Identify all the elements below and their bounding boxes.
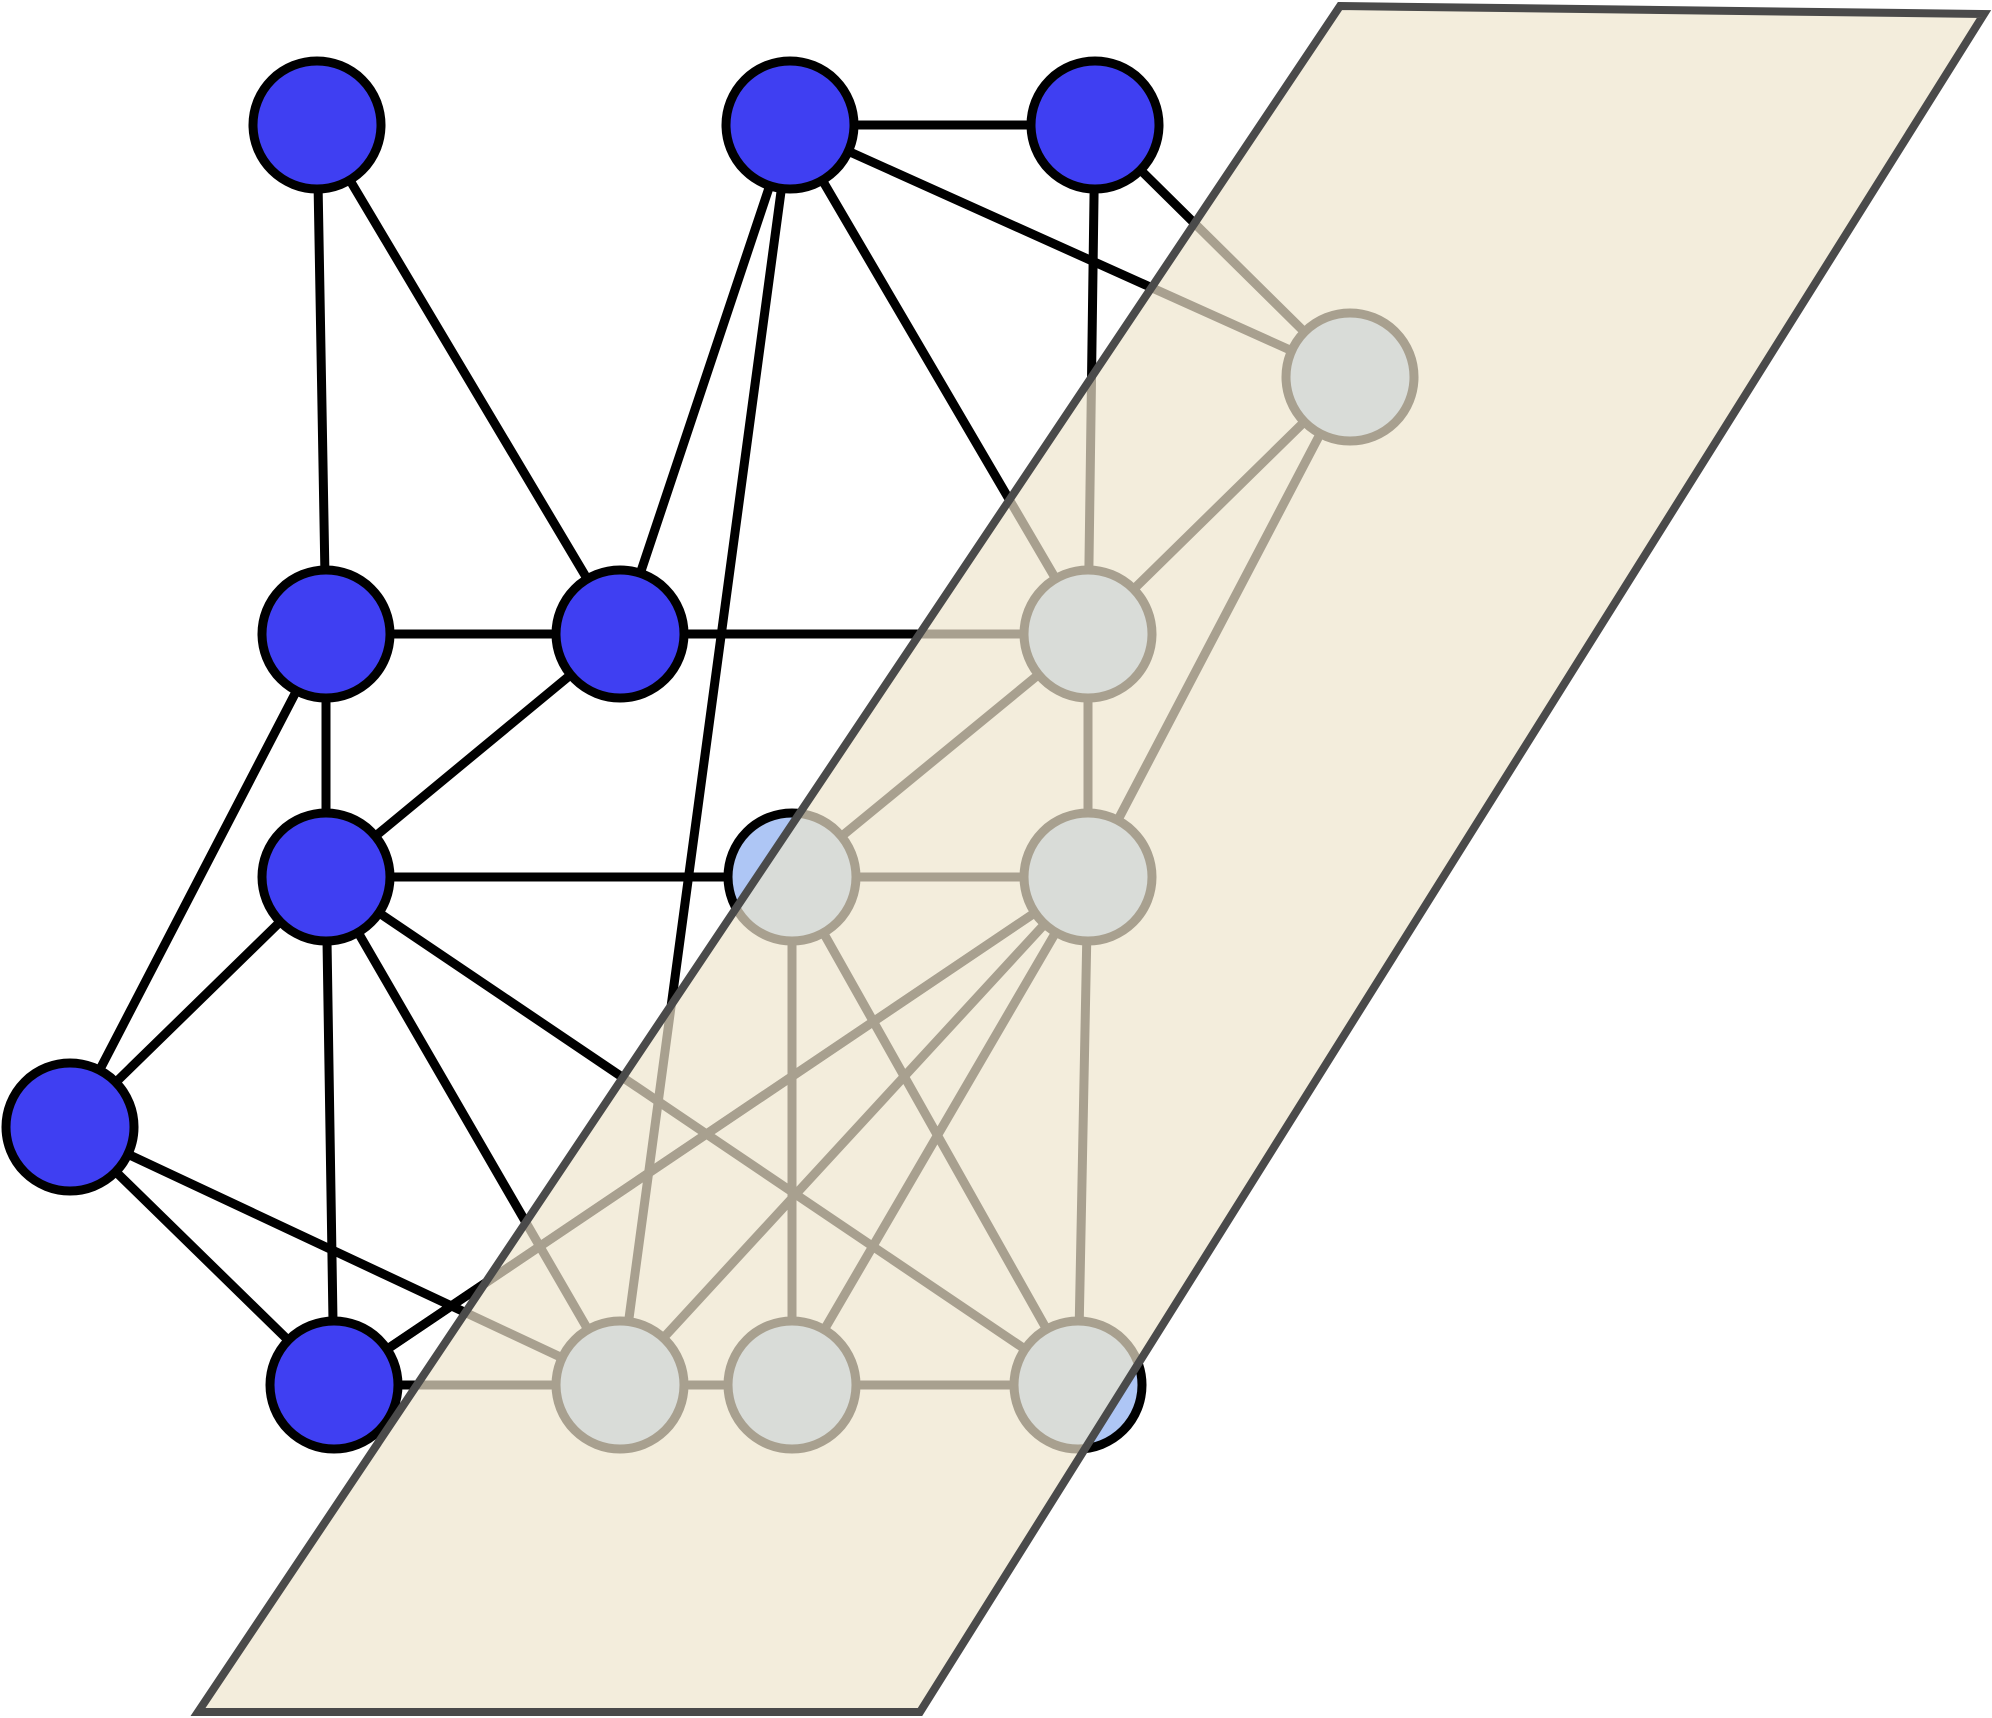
covered-edge-n12-n13 bbox=[615, 872, 1093, 1390]
covered-node-n11 bbox=[1019, 565, 1157, 703]
covered-edge-n10-n12 bbox=[1083, 372, 1355, 882]
front-node-n7 bbox=[1, 1058, 139, 1196]
front-node-n6 bbox=[257, 808, 395, 946]
front-node-n1 bbox=[248, 56, 386, 194]
front-edge-n1-n5 bbox=[312, 120, 625, 639]
front-node-n3 bbox=[1026, 56, 1164, 194]
front-node-n8 bbox=[265, 1316, 403, 1454]
covered-edge-n12-n14 bbox=[787, 872, 1093, 1390]
covered-node-n12 bbox=[1019, 808, 1157, 946]
covered-node-n10 bbox=[1281, 308, 1419, 446]
covered-node-n14 bbox=[723, 1316, 861, 1454]
front-edge-n6-n8 bbox=[321, 872, 339, 1390]
front-node-n5 bbox=[551, 565, 689, 703]
covered-edge-n12-n15 bbox=[1073, 872, 1093, 1390]
front-edge-n2-n5 bbox=[615, 120, 795, 639]
cutting-plane-outline bbox=[190, 1, 1992, 1716]
front-node-n4 bbox=[257, 565, 395, 703]
front-edge-n1-n4 bbox=[312, 120, 331, 639]
front-edge-n4-n7 bbox=[65, 629, 331, 1132]
covered-node-n13 bbox=[551, 1316, 689, 1454]
front-node-n2 bbox=[721, 56, 859, 194]
